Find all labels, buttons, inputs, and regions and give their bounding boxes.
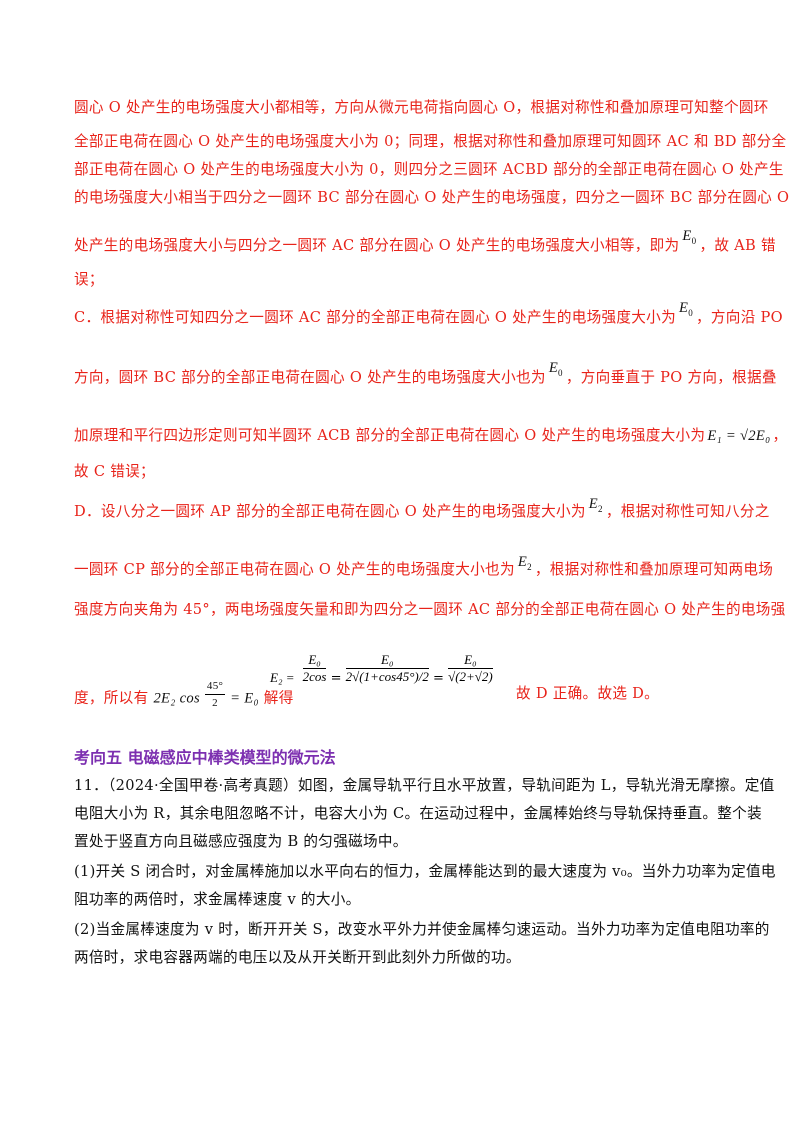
problem-line-6: (2)当金属棒速度为 v 时，断开开关 S，改变水平外力并使金属棒匀速运动。当外… bbox=[74, 921, 770, 938]
e0-symbol-c: E0 bbox=[678, 300, 694, 318]
answer-line-14-a: 度，所以有 bbox=[74, 689, 149, 707]
problem-line-3: 置处于竖直方向且磁感应强度为 B 的匀强磁场中。 bbox=[74, 833, 408, 850]
answer-line-5-text: 处产生的电场强度大小与四分之一圆环 AC 部分在圆心 O 处产生的电场强度大小相… bbox=[74, 237, 680, 254]
answer-line-9-end: ， bbox=[772, 427, 788, 444]
answer-line-7: C．根据对称性可知四分之一圆环 AC 部分的全部正电荷在圆心 O 处产生的电场强… bbox=[74, 300, 783, 328]
answer-line-4: 的电场强度大小相当于四分之一圆环 BC 部分在圆心 O 处产生的电场强度，四分之… bbox=[74, 189, 790, 206]
equation-cos: 2E₂ cos bbox=[153, 690, 200, 707]
e0-symbol-bc: E0 bbox=[548, 360, 563, 378]
e2-symbol: E2 bbox=[588, 496, 603, 514]
answer-line-14-b: 解得 bbox=[263, 689, 294, 707]
answer-line-9-text: 加原理和平行四边形定则可知半圆环 ACB 部分的全部正电荷在圆心 O 处产生的电… bbox=[74, 427, 706, 444]
e1-equation: E₁ = √2E₀ bbox=[707, 428, 771, 444]
answer-line-8: 方向，圆环 BC 部分的全部正电荷在圆心 O 处产生的电场强度大小也为E0，方向… bbox=[74, 360, 777, 388]
answer-line-14-end: 故 D 正确。故选 D。 bbox=[516, 685, 660, 702]
e2-equals: E₂ = bbox=[270, 670, 295, 685]
equation-rhs: = E₀ bbox=[230, 690, 259, 707]
answer-line-7-text: C．根据对称性可知四分之一圆环 AC 部分的全部正电荷在圆心 O 处产生的电场强… bbox=[74, 309, 676, 326]
answer-line-12-text: 一圆环 CP 部分的全部正电荷在圆心 O 处产生的电场强度大小也为 bbox=[74, 561, 515, 578]
answer-line-12-end: ，根据对称性和叠加原理可知两电场 bbox=[534, 561, 774, 578]
answer-line-6: 误； bbox=[74, 271, 104, 288]
answer-line-9: 加原理和平行四边形定则可知半圆环 ACB 部分的全部正电荷在圆心 O 处产生的电… bbox=[74, 424, 787, 445]
problem-line-7: 两倍时，求电容器两端的电压以及从开关断开到此刻外力所做的功。 bbox=[74, 949, 521, 966]
e0-symbol: E0 bbox=[682, 228, 697, 246]
problem-line-4: (1)开关 S 闭合时，对金属棒施加以水平向右的恒力，金属棒能达到的最大速度为 … bbox=[74, 863, 776, 880]
answer-line-13: 强度方向夹角为 45°，两电场强度矢量和即为四分之一圆环 AC 部分的全部正电荷… bbox=[74, 601, 786, 618]
answer-line-2: 全部正电荷在圆心 O 处产生的电场强度大小为 0；同理，根据对称性和叠加原理可知… bbox=[74, 133, 787, 150]
fraction-45-over-2: 45°2 bbox=[204, 680, 226, 709]
answer-line-3: 部正电荷在圆心 O 处产生的电场强度大小为 0，则四分之三圆环 ACBD 部分的… bbox=[74, 161, 784, 178]
section-heading: 考向五 电磁感应中棒类模型的微元法 bbox=[74, 748, 336, 767]
answer-line-14: 度，所以有 2E₂ cos 45°2 = E₀ 解得 bbox=[74, 680, 734, 715]
problem-line-5: 阻功率的两倍时，求金属棒速度 v 的大小。 bbox=[74, 891, 361, 908]
problem-line-2: 电阻大小为 R，其余电阻忽略不计，电容大小为 C。在运动过程中，金属棒始终与导轨… bbox=[74, 805, 762, 822]
answer-line-11-text: D．设八分之一圆环 AP 部分的全部正电荷在圆心 O 处产生的电场强度大小为 bbox=[74, 503, 586, 520]
solution-fraction-1: E₀ 2cos bbox=[302, 652, 327, 684]
answer-line-1: 圆心 O 处产生的电场强度大小都相等，方向从微元电荷指向圆心 O，根据对称性和叠… bbox=[74, 99, 769, 116]
answer-line-5: 处产生的电场强度大小与四分之一圆环 AC 部分在圆心 O 处产生的电场强度大小相… bbox=[74, 228, 776, 256]
answer-line-11-end: ，根据对称性可知八分之 bbox=[605, 503, 770, 520]
answer-line-7-end: ，方向沿 PO bbox=[696, 309, 783, 326]
problem-line-1: 11．（2024·全国甲卷·高考真题）如图，金属导轨平行且水平放置，导轨间距为 … bbox=[74, 777, 775, 794]
solution-fraction-3: E₀ √(2+√2) bbox=[448, 652, 493, 684]
e2-symbol-cp: E2 bbox=[517, 554, 532, 572]
answer-line-8-end: ，方向垂直于 PO 方向，根据叠 bbox=[565, 369, 777, 386]
e2-solution-equation: E₂ = E₀ 2cos = E₀ 2√(1+cos45°)/2 = E₀ √(… bbox=[270, 652, 493, 686]
answer-line-8-text: 方向，圆环 BC 部分的全部正电荷在圆心 O 处产生的电场强度大小也为 bbox=[74, 369, 546, 386]
solution-fraction-2: E₀ 2√(1+cos45°)/2 bbox=[345, 652, 429, 684]
answer-line-5-end: ，故 AB 错 bbox=[699, 237, 776, 254]
answer-line-10: 故 C 错误； bbox=[74, 463, 155, 480]
